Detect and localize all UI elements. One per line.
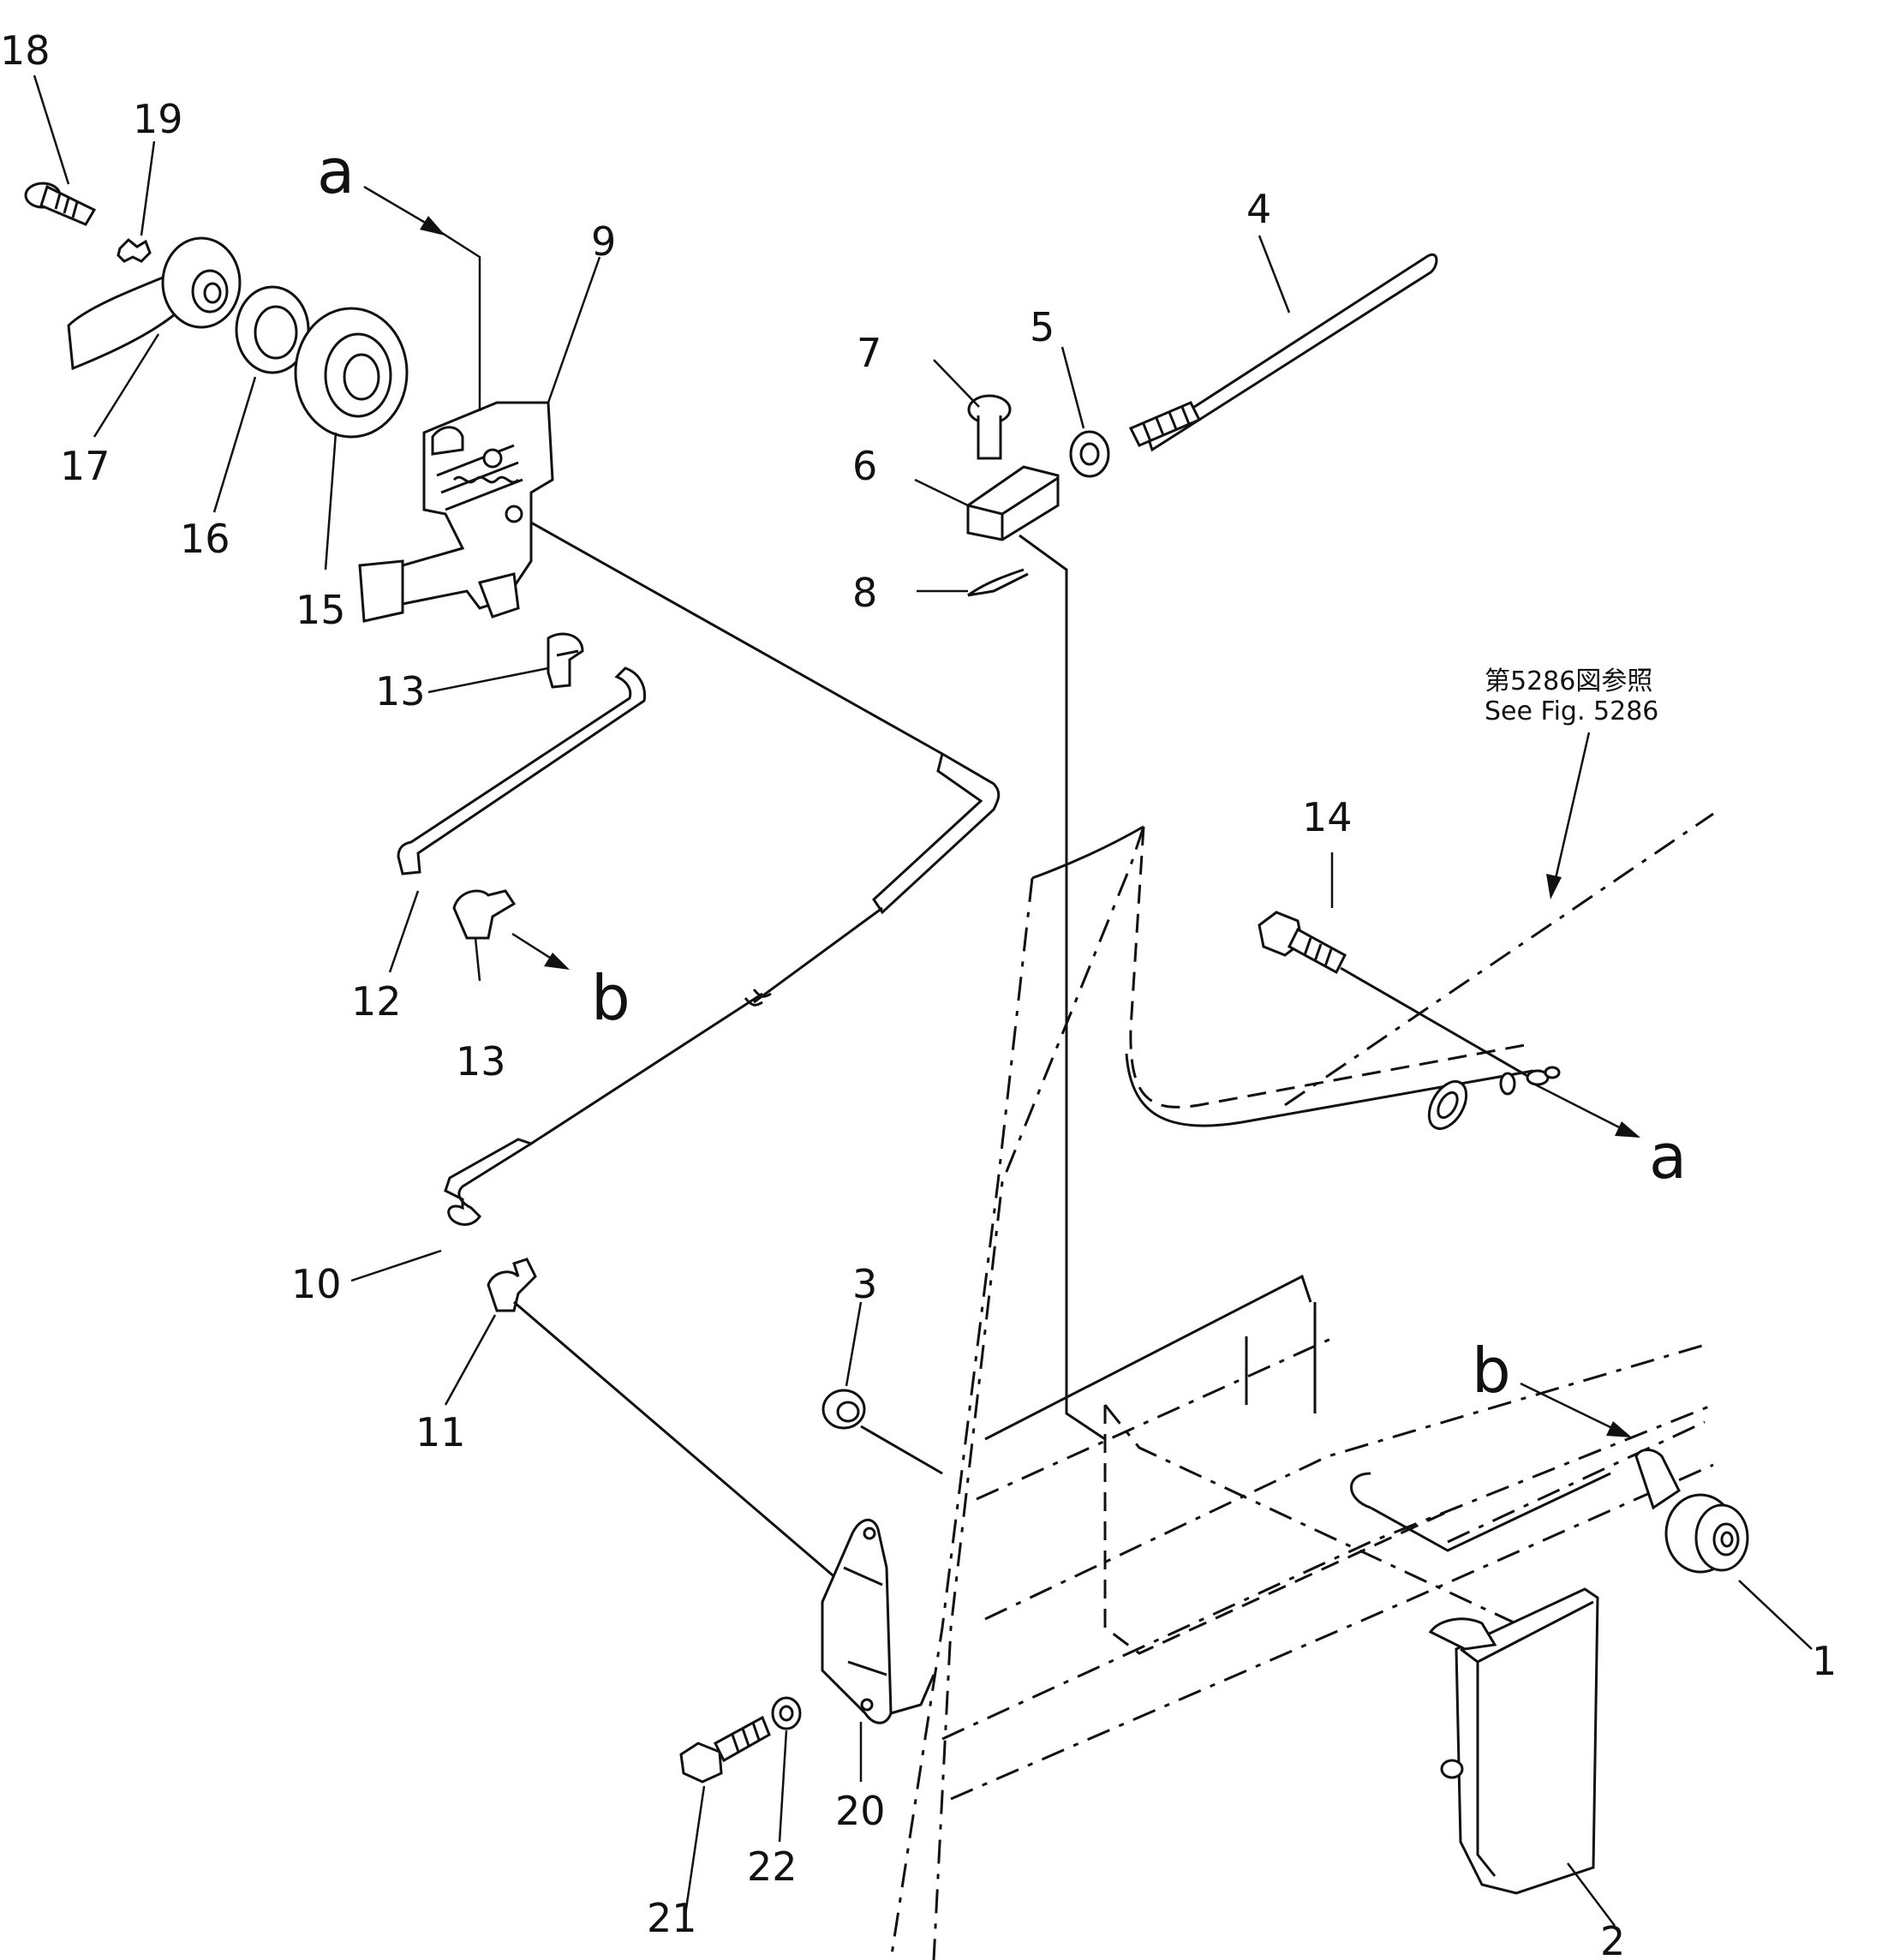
callout-1: 1: [1812, 1638, 1837, 1684]
screw-part-18: [24, 182, 97, 226]
view-letter-b-left: b: [591, 962, 630, 1034]
leader-lines: [33, 75, 1813, 1927]
callout-19: 19: [133, 96, 183, 142]
reference-note: 第5286図参照 See Fig. 5286: [1485, 666, 1658, 726]
cotter-part-8: [967, 568, 1029, 597]
reference-note-english: See Fig. 5286: [1485, 696, 1658, 726]
callout-5: 5: [1030, 304, 1055, 350]
washer-set: [1427, 1066, 1561, 1130]
handle-part-2: [1428, 1587, 1599, 1895]
nut-part-5: [1069, 430, 1110, 478]
lock-washer-part-19: [117, 237, 152, 263]
callout-22: 22: [747, 1843, 798, 1890]
callout-7: 7: [857, 330, 881, 376]
cylinder-part-1: [1634, 1449, 1749, 1574]
callout-16: 16: [180, 516, 230, 562]
lock-assembly-part-9: [358, 401, 554, 623]
callout-labels: 1 2 3 4 5 6 7 8 9 10 11 12 13 13 14 15 1…: [0, 27, 1837, 1960]
callout-20: 20: [835, 1788, 886, 1834]
callout-3: 3: [852, 1261, 877, 1307]
latch-part-20: [821, 1518, 935, 1724]
view-letter-a-right: a: [1649, 1120, 1687, 1192]
callout-17: 17: [60, 443, 111, 489]
callout-4: 4: [1246, 186, 1271, 232]
callout-8: 8: [852, 570, 877, 616]
bolt-part-14: [1258, 911, 1534, 1081]
callout-14: 14: [1302, 794, 1353, 840]
washer-part-22: [771, 1696, 802, 1730]
view-arrows: [363, 185, 1640, 1437]
pin-part-7: [967, 394, 1012, 460]
callout-12: 12: [351, 978, 402, 1025]
clip-part-11: [487, 1258, 875, 1612]
callout-15: 15: [296, 587, 346, 633]
clip-part-13-lower: [452, 889, 517, 940]
callout-11: 11: [415, 1409, 466, 1455]
callout-10: 10: [291, 1261, 342, 1307]
rod-part-4: [1128, 253, 1438, 452]
callout-21: 21: [647, 1895, 697, 1941]
rod-part-10: [444, 521, 1001, 1226]
door-frame: [889, 534, 1714, 1960]
escutcheon-part-15: [294, 307, 409, 439]
block-part-6: [966, 465, 1060, 541]
view-letter-b-right: b: [1472, 1335, 1511, 1407]
reference-note-japanese: 第5286図参照: [1485, 666, 1652, 696]
callout-2: 2: [1600, 1918, 1625, 1960]
clip-part-13-upper: [547, 632, 584, 689]
callout-13-lower: 13: [456, 1038, 506, 1085]
callout-6: 6: [852, 443, 877, 489]
bolt-part-21: [679, 1715, 771, 1784]
rod-part-12: [397, 666, 647, 875]
callout-9: 9: [591, 218, 616, 265]
callout-13-upper: 13: [375, 668, 426, 714]
handle-part-17: [67, 236, 242, 371]
view-letter-labels: a a b b: [317, 135, 1687, 1407]
nut-part-3: [822, 1389, 943, 1475]
view-letter-a-top: a: [317, 135, 355, 207]
callout-18: 18: [0, 27, 51, 74]
